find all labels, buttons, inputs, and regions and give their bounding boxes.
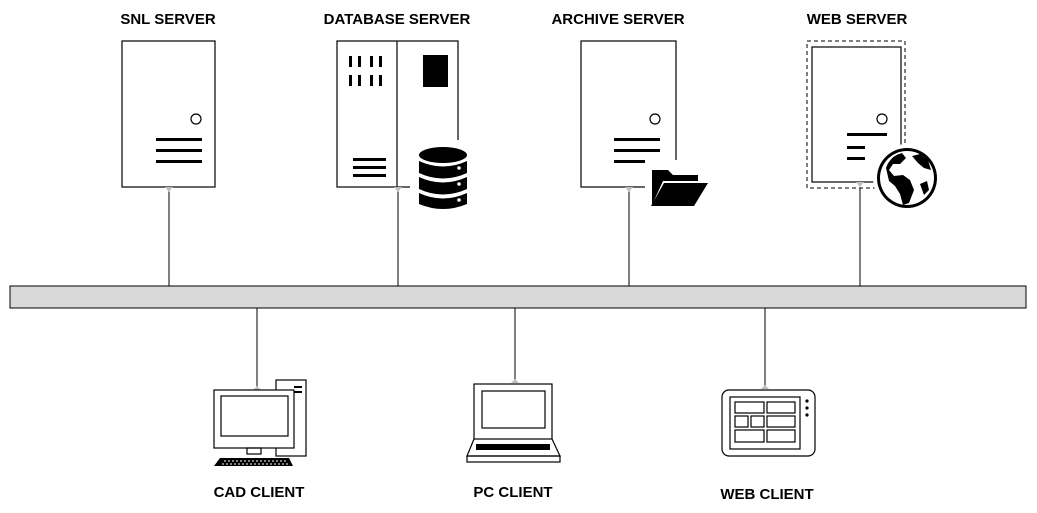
web-server-icon xyxy=(806,40,941,212)
network-bus xyxy=(9,285,1027,309)
snl-server-label: SNL SERVER xyxy=(120,11,215,28)
archive-server-label: ARCHIVE SERVER xyxy=(551,11,684,28)
tablet-icon xyxy=(721,385,816,457)
database-server-icon xyxy=(336,40,476,216)
folder-icon xyxy=(645,160,713,212)
web-client-label: WEB CLIENT xyxy=(720,486,813,503)
snl-server-icon xyxy=(121,40,216,192)
laptop-icon xyxy=(466,379,561,463)
globe-icon xyxy=(873,144,941,212)
archive-server-icon xyxy=(580,40,713,212)
connection-lines xyxy=(168,188,861,390)
cad-client-label: CAD CLIENT xyxy=(214,484,305,501)
database-icon xyxy=(410,140,476,216)
web-server-label: WEB SERVER xyxy=(807,11,908,28)
cad-client-icon xyxy=(213,379,307,466)
database-server-label: DATABASE SERVER xyxy=(324,11,471,28)
pc-client-label: PC CLIENT xyxy=(473,484,552,501)
